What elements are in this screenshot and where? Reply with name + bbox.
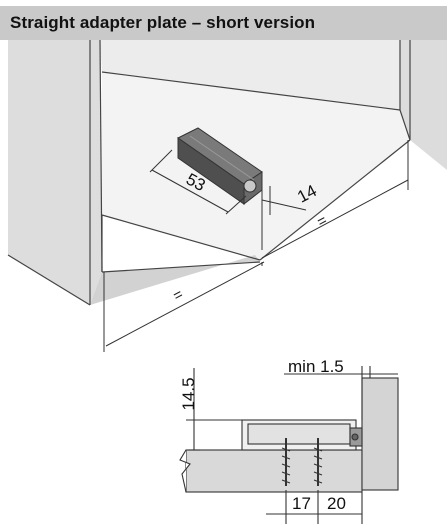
cabinet-front-strip — [90, 255, 260, 305]
dim-screw-offset: 17 — [292, 494, 311, 513]
technical-drawing: 53 14 = = — [7, 40, 447, 524]
section-view — [179, 366, 399, 524]
header-bar: Straight adapter plate – short version — [0, 6, 447, 40]
push-latch-device — [177, 127, 263, 206]
section-screws — [281, 438, 323, 486]
dim-clearance: min 1.5 — [288, 357, 344, 376]
cabinet-view — [7, 40, 447, 306]
dim-equal-side: = — [314, 212, 330, 231]
dim-height: 14.5 — [179, 377, 198, 410]
dim-plate-offset: 20 — [327, 494, 346, 513]
cabinet-bottom — [102, 72, 410, 260]
cabinet-back-wall — [100, 40, 400, 110]
cabinet-right-panel — [400, 40, 447, 170]
latch-plunger — [243, 179, 257, 193]
diagram-title: Straight adapter plate – short version — [10, 13, 316, 32]
cabinet-dimension-lines — [103, 140, 409, 352]
dim-equal-front: = — [170, 286, 186, 305]
cabinet-left-panel — [8, 40, 102, 305]
section-door-panel — [361, 377, 399, 491]
section-bottom-board — [185, 449, 363, 493]
